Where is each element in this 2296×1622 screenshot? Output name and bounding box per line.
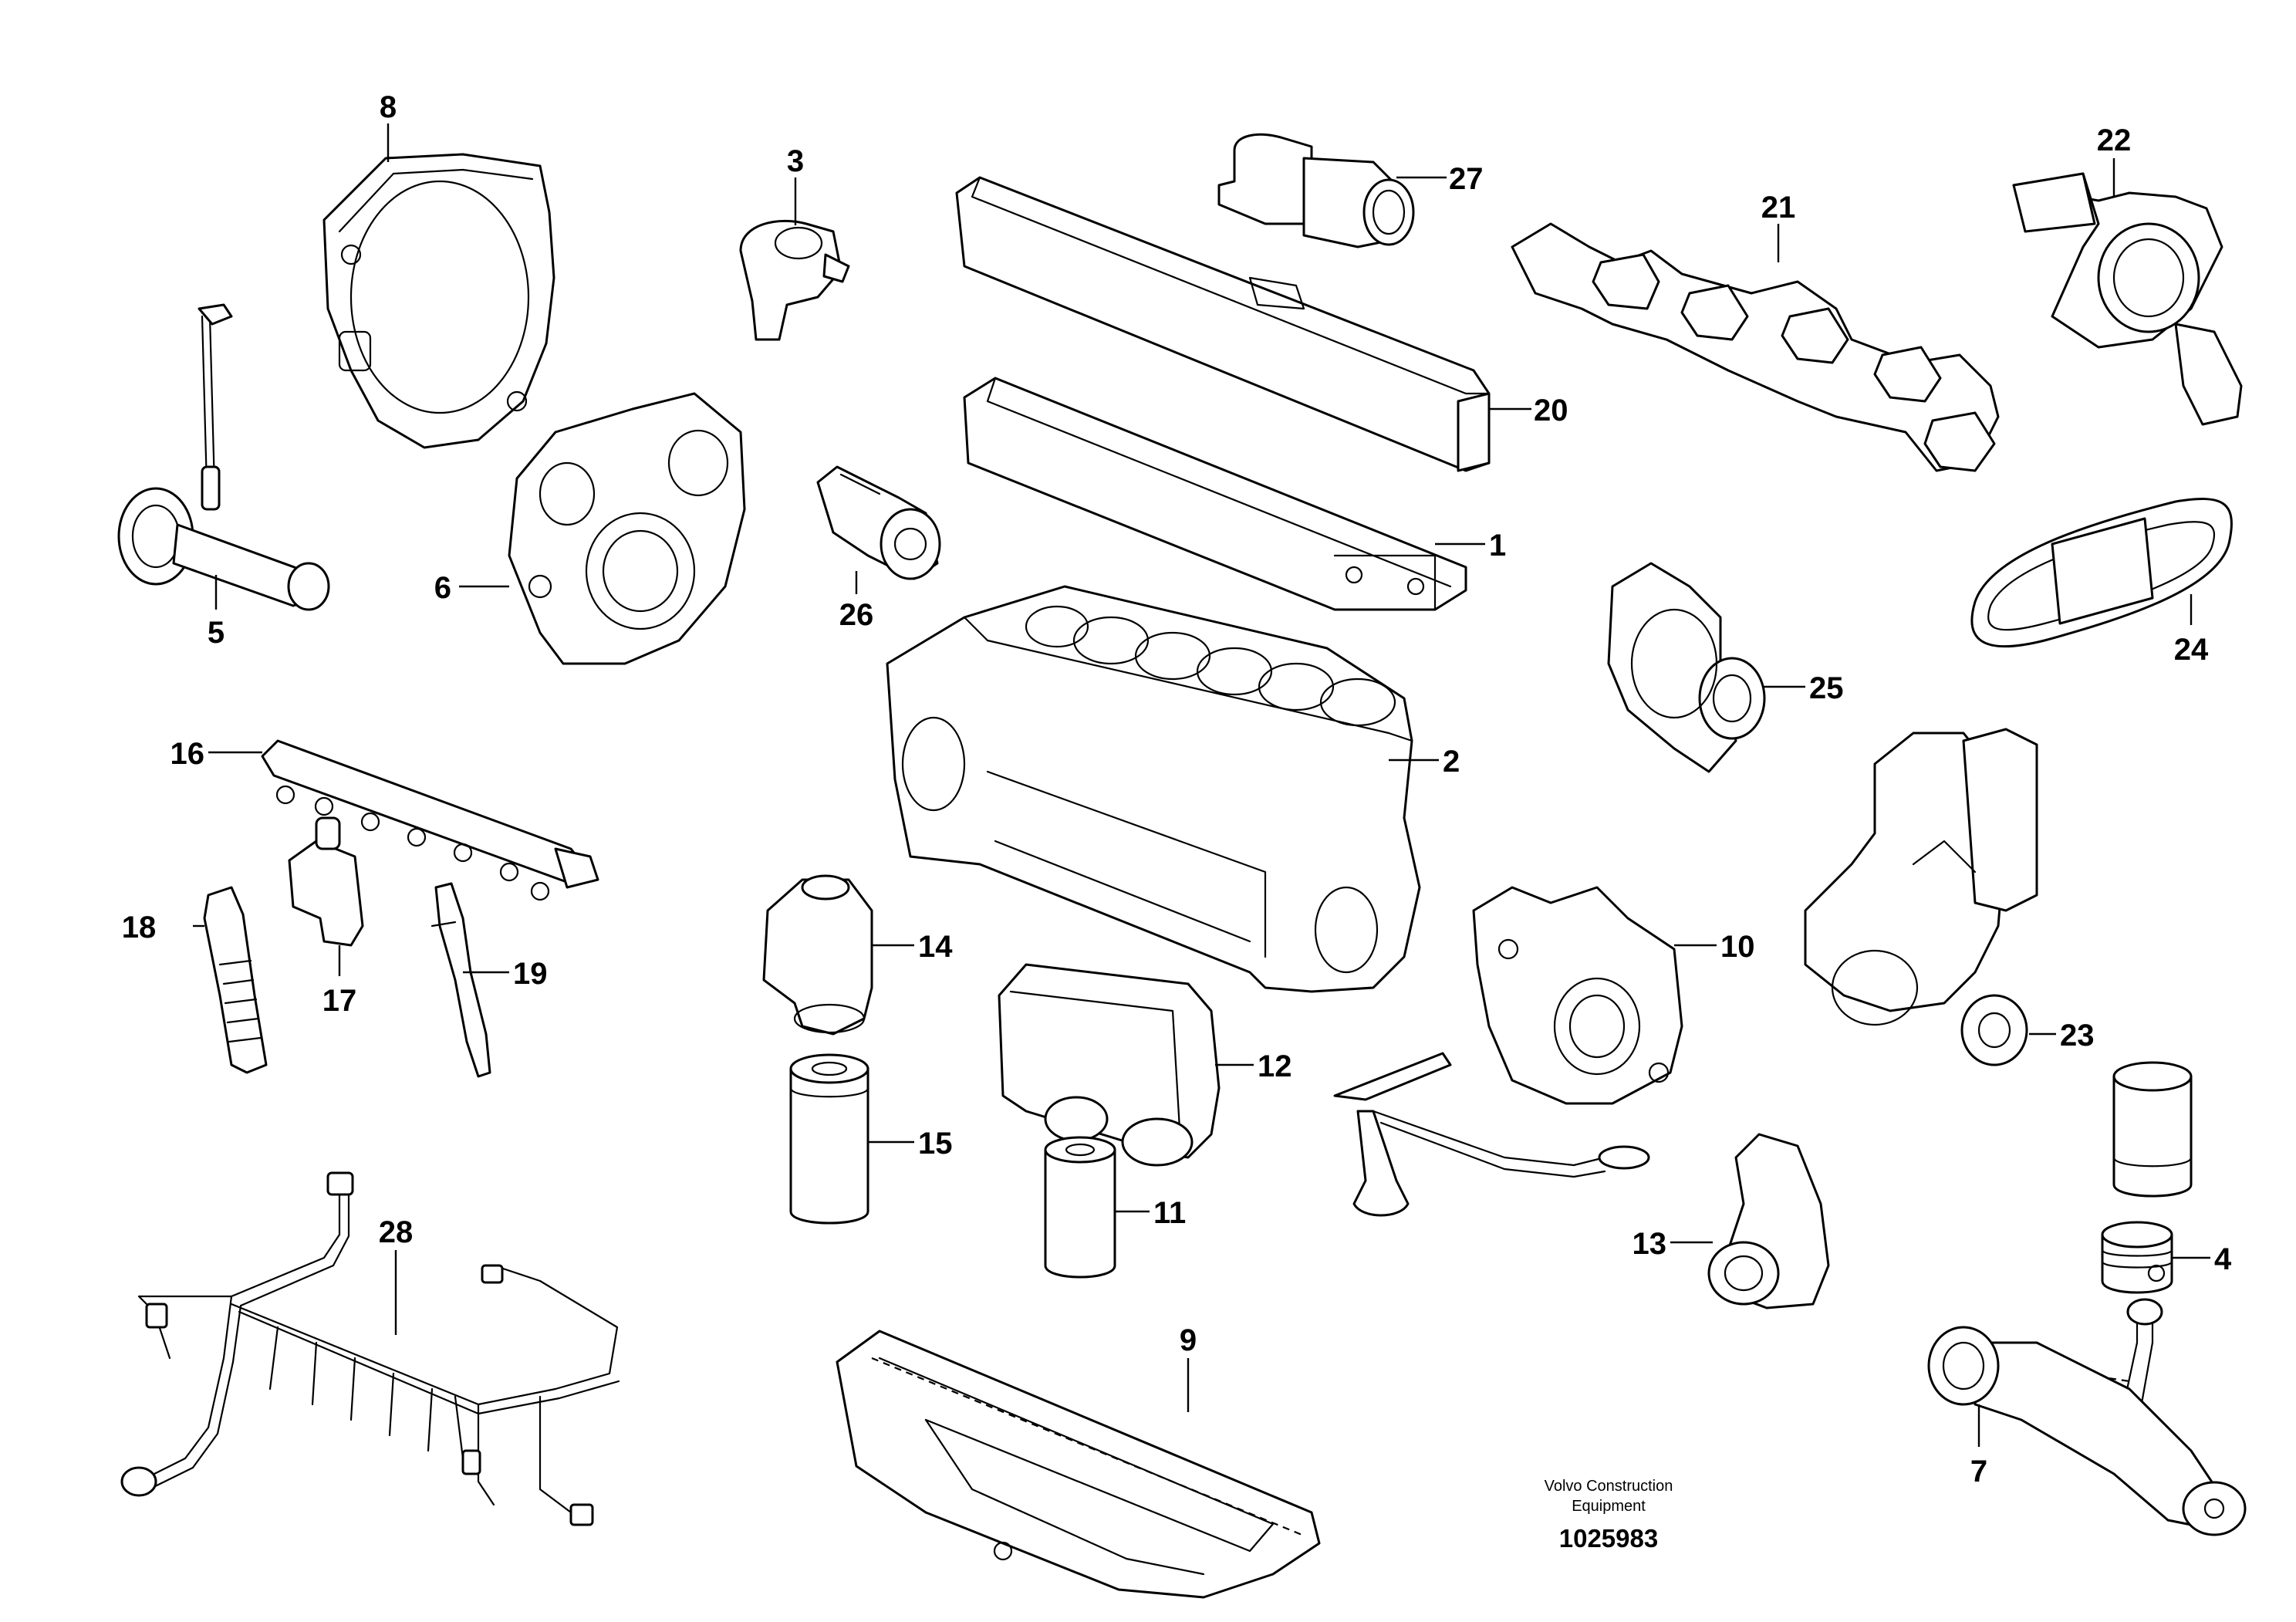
callout-4: 4 — [2214, 1242, 2232, 1276]
part-13-actuator — [1707, 1133, 1830, 1309]
part-14-oil-filter-housing — [762, 874, 873, 1036]
callout-9: 9 — [1180, 1323, 1197, 1357]
callout-19: 19 — [513, 957, 548, 991]
callout-6: 6 — [434, 571, 451, 605]
part-26-starter-motor — [816, 465, 941, 580]
callout-24: 24 — [2174, 633, 2209, 667]
part-11-filter-element — [1044, 1136, 1116, 1279]
part-25-alternator — [1607, 562, 1766, 773]
callout-11: 11 — [1153, 1196, 1186, 1230]
part-22-turbocharger — [2012, 172, 2243, 426]
part-23-water-pump — [1804, 728, 2038, 1066]
part-9-oil-pan — [836, 1330, 1321, 1599]
callout-7: 7 — [1970, 1455, 1987, 1489]
diagram-caption: Volvo Construction Equipment 1025983 — [1545, 1478, 1673, 1553]
callout-21: 21 — [1761, 191, 1796, 225]
oil-suction-pipe — [1333, 1052, 1650, 1217]
callout-2: 2 — [1443, 745, 1460, 779]
part-28-wiring-harness — [120, 1171, 620, 1526]
part-27-pump — [1217, 133, 1415, 248]
caption-line-2: Equipment — [1572, 1498, 1646, 1515]
callout-18: 18 — [122, 911, 157, 944]
part-1-cylinder-head — [963, 377, 1467, 611]
part-8-flywheel-housing — [322, 153, 555, 449]
callout-1: 1 — [1489, 529, 1506, 563]
callout-15: 15 — [918, 1127, 953, 1161]
document-number: 1025983 — [1559, 1524, 1658, 1553]
part-4-liner-piston — [2101, 1061, 2193, 1294]
part-19-injector — [430, 882, 491, 1078]
callout-25: 25 — [1809, 671, 1844, 705]
part-7-crankshaft — [1927, 1298, 2247, 1536]
callout-28: 28 — [379, 1215, 414, 1249]
part-3-valve — [739, 219, 850, 341]
callout-labels: 8 3 27 21 22 20 1 6 5 26 25 24 2 16 18 1… — [122, 90, 2232, 1489]
callout-27: 27 — [1449, 162, 1484, 196]
part-2-cylinder-block — [886, 585, 1421, 993]
part-10-oil-pump-cover — [1472, 886, 1683, 1105]
part-17-pressure-valve — [288, 816, 364, 947]
part-20-rocker-cover — [955, 176, 1491, 472]
part-21-exhaust-manifold — [1511, 222, 2000, 472]
part-16-fuel-rail — [261, 739, 599, 901]
part-5-camshaft — [117, 303, 330, 611]
part-12-oil-cooler — [998, 963, 1221, 1167]
callout-17: 17 — [322, 984, 357, 1018]
callout-12: 12 — [1258, 1049, 1292, 1083]
caption-line-1: Volvo Construction — [1545, 1478, 1673, 1495]
leader-lines — [193, 123, 2210, 1447]
callout-10: 10 — [1720, 930, 1755, 964]
part-24-belt — [1970, 498, 2233, 648]
part-6-timing-gear-housing — [508, 392, 746, 665]
callout-20: 20 — [1534, 394, 1568, 427]
callout-14: 14 — [918, 930, 953, 964]
callout-13: 13 — [1633, 1227, 1667, 1261]
part-18-pump-element — [203, 886, 268, 1074]
callout-16: 16 — [171, 737, 205, 771]
callout-8: 8 — [380, 90, 397, 124]
part-15-oil-filter — [789, 1053, 869, 1225]
callout-5: 5 — [208, 616, 225, 650]
callout-26: 26 — [839, 598, 874, 632]
callout-3: 3 — [787, 144, 804, 178]
callout-23: 23 — [2060, 1019, 2095, 1053]
callout-22: 22 — [2097, 123, 2132, 157]
